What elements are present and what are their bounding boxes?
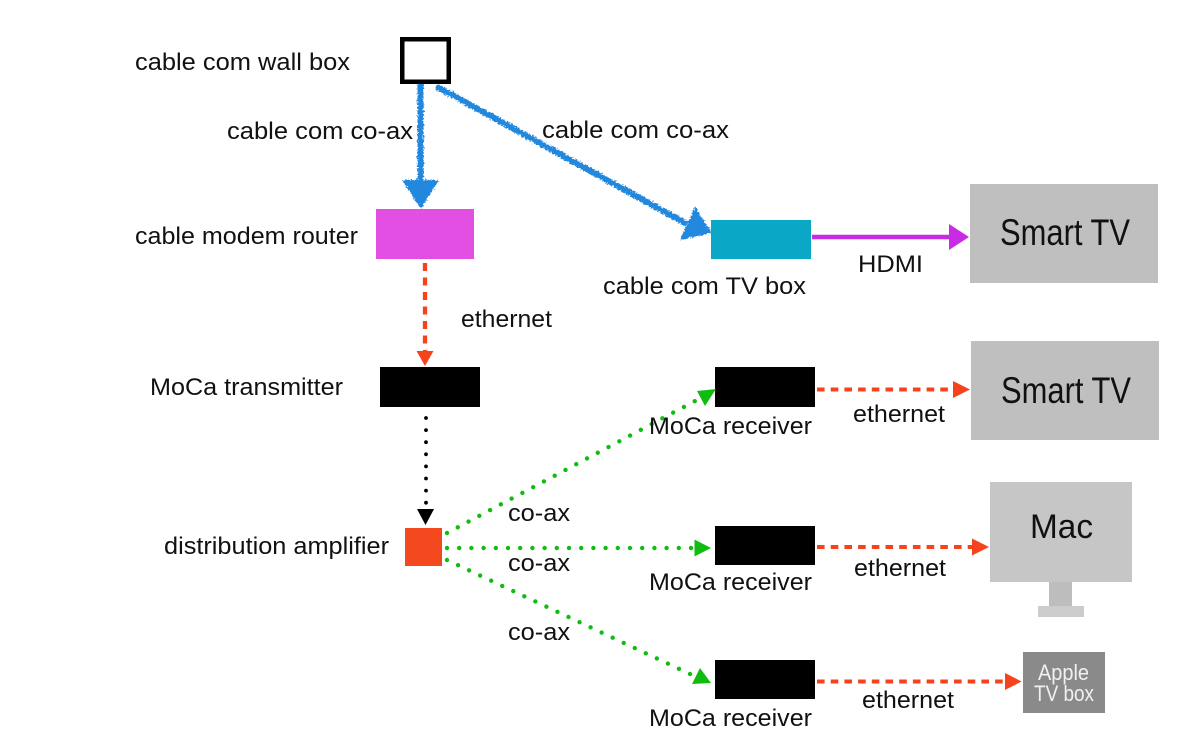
svg-text:Mac: Mac (1030, 508, 1093, 546)
svg-text:cable com TV box: cable com TV box (603, 273, 806, 300)
svg-text:cable com co-ax: cable com co-ax (542, 117, 729, 144)
svg-text:distribution amplifier: distribution amplifier (164, 533, 389, 560)
svg-text:HDMI: HDMI (858, 251, 923, 278)
svg-text:Smart TV: Smart TV (1001, 370, 1131, 411)
svg-text:ethernet: ethernet (854, 555, 946, 582)
svg-text:co-ax: co-ax (508, 619, 570, 646)
svg-text:MoCa receiver: MoCa receiver (649, 413, 812, 440)
svg-text:ethernet: ethernet (862, 687, 954, 714)
svg-text:co-ax: co-ax (508, 500, 570, 527)
svg-text:MoCa transmitter: MoCa transmitter (150, 374, 343, 401)
svg-text:TV box: TV box (1034, 681, 1094, 706)
svg-text:co-ax: co-ax (508, 550, 570, 577)
svg-text:ethernet: ethernet (461, 306, 552, 333)
svg-text:cable com co-ax: cable com co-ax (227, 118, 413, 145)
svg-text:Apple: Apple (1038, 660, 1089, 685)
svg-text:MoCa receiver: MoCa receiver (649, 705, 812, 732)
svg-text:Smart TV: Smart TV (1000, 212, 1130, 253)
svg-text:cable modem router: cable modem router (135, 223, 358, 250)
svg-text:ethernet: ethernet (853, 401, 945, 428)
svg-text:cable com wall box: cable com wall box (135, 49, 350, 76)
svg-text:MoCa receiver: MoCa receiver (649, 569, 812, 596)
